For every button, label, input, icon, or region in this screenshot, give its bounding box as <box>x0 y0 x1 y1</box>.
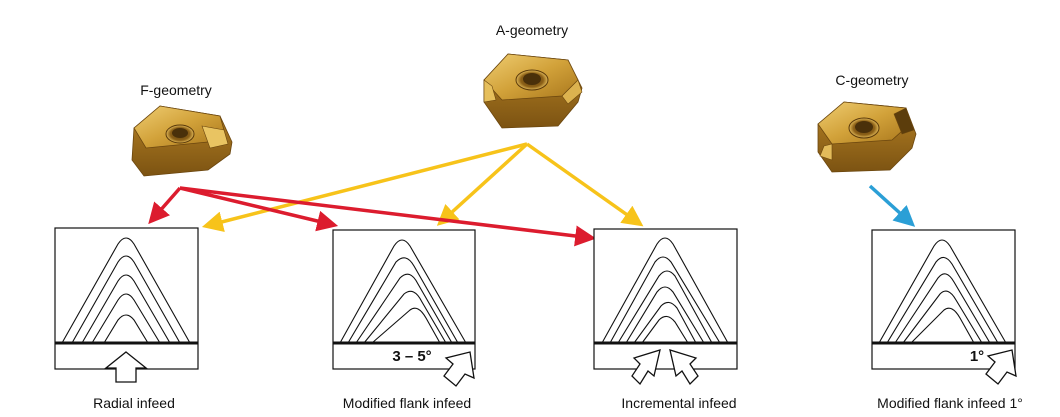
thread-profile-passes <box>339 239 467 344</box>
incremental-infeed-label: Incremental infeed <box>621 395 736 411</box>
a-geometry-insert-icon <box>483 53 583 129</box>
arrow-a-to-modified-flank <box>436 142 529 226</box>
thread-profile-passes <box>61 237 191 344</box>
modified-flank-infeed-1-panel: 1° <box>871 229 1017 385</box>
arrow-f-to-radial <box>148 186 182 225</box>
arrow-f-to-modified-flank <box>179 186 339 232</box>
panel-frame <box>332 229 476 370</box>
modified-flank-infeed-1-label: Modified flank infeed 1° <box>877 395 1023 411</box>
thread-profile-passes <box>878 239 1007 344</box>
panel-frame <box>593 228 738 370</box>
modified-flank-infeed-label: Modified flank infeed <box>343 395 471 411</box>
c-geometry-label: C-geometry <box>835 72 908 88</box>
radial-infeed-label: Radial infeed <box>93 395 175 411</box>
modified-flank-infeed-panel: 3 – 5° <box>332 229 476 387</box>
f-geometry-label: F-geometry <box>140 82 212 98</box>
arrow-c-to-modified-flank-1 <box>868 184 916 227</box>
panel-frame <box>871 229 1016 370</box>
radial-infeed-panel <box>54 227 199 383</box>
arrow-a-to-incremental <box>525 142 644 227</box>
f-geometry-insert-icon <box>131 105 233 177</box>
arrow-f-to-incremental <box>179 186 597 247</box>
thread-profile-passes <box>601 237 729 344</box>
radial-infeed-arrow-icon <box>104 351 148 383</box>
connection-arrows <box>148 142 916 247</box>
infeed-angle-label: 3 – 5° <box>392 348 431 365</box>
alternating-infeed-arrows-icon <box>631 349 699 386</box>
arrow-a-to-radial <box>201 142 528 233</box>
flank-infeed-arrow-icon <box>443 351 475 387</box>
a-geometry-label: A-geometry <box>496 22 568 38</box>
flank-infeed-arrow-icon <box>985 349 1017 385</box>
infeed-angle-label: 1° <box>970 348 984 365</box>
c-geometry-insert-icon <box>817 101 917 173</box>
incremental-infeed-panel <box>593 228 738 386</box>
panel-frame <box>54 227 199 370</box>
